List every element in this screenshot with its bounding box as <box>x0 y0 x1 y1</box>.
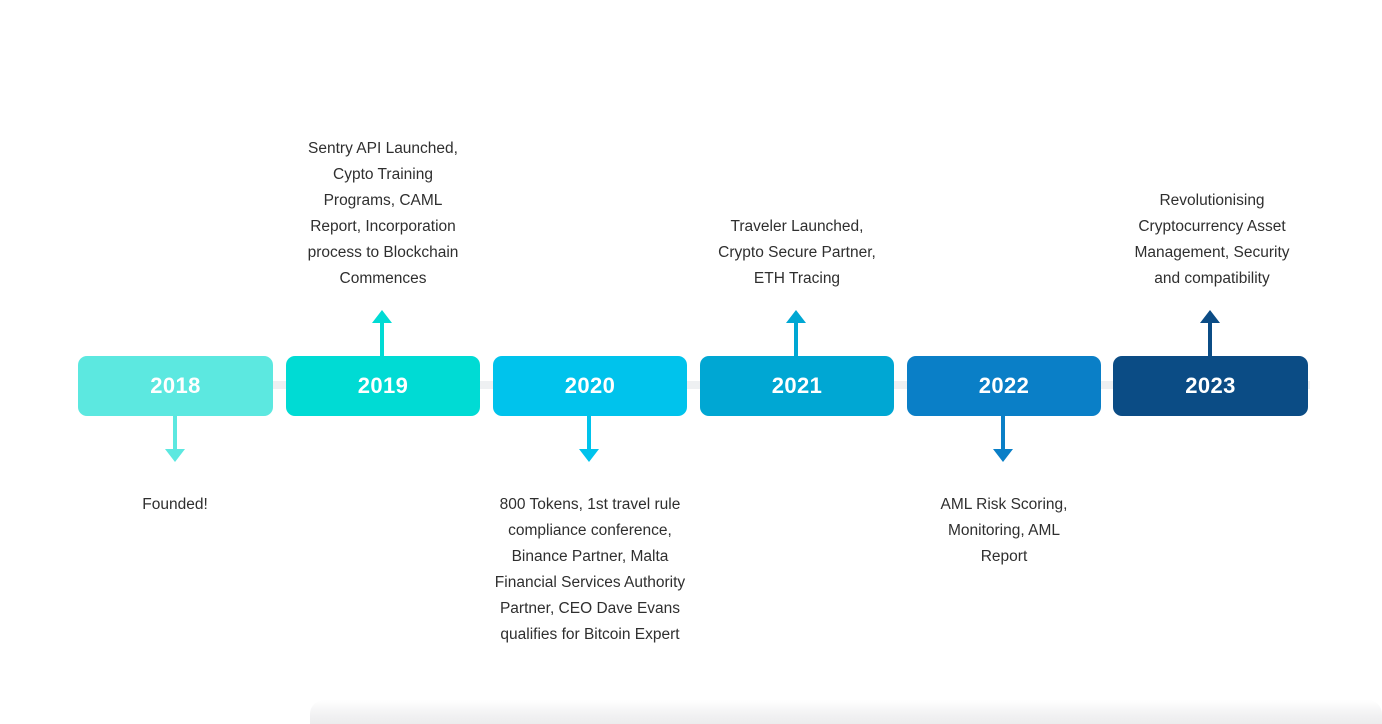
year-label: 2020 <box>564 373 616 398</box>
timeline-arrow-up-2021 <box>783 310 809 358</box>
timeline-year-chip-2023[interactable]: 2023 <box>1113 356 1308 416</box>
timeline-caption-2021: Traveler Launched, Crypto Secure Partner… <box>718 218 876 287</box>
timeline-year-chip-2022[interactable]: 2022 <box>907 356 1101 416</box>
timeline-caption-2018: Founded! <box>142 496 208 513</box>
timeline-year-chip-2019[interactable]: 2019 <box>286 356 480 416</box>
timeline-arrow-up-2023 <box>1197 310 1223 358</box>
timeline-caption-2023: Revolutionising Cryptocurrency Asset Man… <box>1134 192 1290 287</box>
timeline-caption-2022: AML Risk Scoring, Monitoring, AML Report <box>940 496 1068 565</box>
timeline-caption-2020: 800 Tokens, 1st travel rule compliance c… <box>494 496 686 643</box>
timeline-caption-2019: Sentry API Launched, Cypto Training Prog… <box>307 140 459 287</box>
timeline-year-chip-2018[interactable]: 2018 <box>78 356 273 416</box>
timeline-year-chip-2021[interactable]: 2021 <box>700 356 894 416</box>
timeline-arrow-down-2018 <box>162 414 188 462</box>
year-label: 2022 <box>978 373 1030 398</box>
timeline-arrow-down-2020 <box>576 414 602 462</box>
bottom-decorative-panel <box>310 700 1382 724</box>
timeline-rail <box>78 381 1310 389</box>
year-label: 2021 <box>771 373 823 398</box>
year-label: 2023 <box>1185 373 1236 398</box>
timeline-arrow-down-2022 <box>990 414 1016 462</box>
year-label: 2018 <box>150 373 201 398</box>
year-label: 2019 <box>357 373 409 398</box>
timeline-arrow-up-2019 <box>369 310 395 358</box>
timeline-year-chip-2020[interactable]: 2020 <box>493 356 687 416</box>
